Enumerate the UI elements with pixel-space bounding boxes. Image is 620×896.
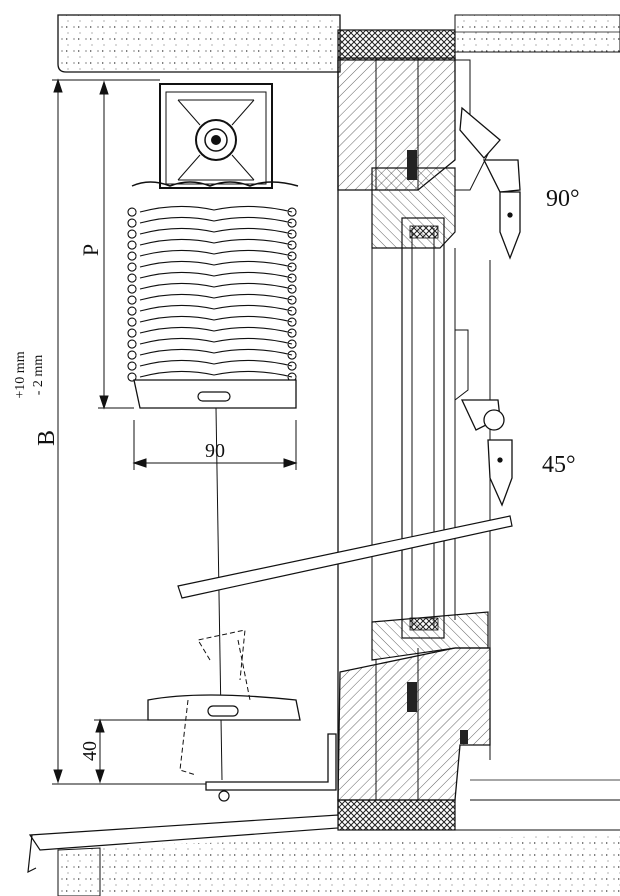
slat	[127, 282, 297, 294]
slat	[127, 249, 297, 261]
handle-lower	[460, 399, 513, 507]
bottom-rail	[147, 629, 337, 802]
width-label-90: 90	[205, 440, 225, 462]
bottom-label-40: 40	[79, 741, 101, 761]
slat	[127, 337, 297, 349]
slat	[127, 216, 297, 228]
floor-sill	[27, 814, 620, 896]
window-frame	[337, 29, 620, 831]
slat	[127, 227, 297, 239]
guide-wire	[177, 515, 513, 599]
angle-label-90: 90°	[546, 186, 580, 212]
tolerance-minus-label: - 2 mm	[31, 355, 46, 396]
head-rail	[131, 83, 299, 189]
slat	[127, 271, 297, 283]
cord-line	[215, 407, 223, 781]
slat	[127, 304, 297, 316]
slat	[127, 293, 297, 305]
package-label-p: P	[78, 244, 103, 256]
slat	[127, 326, 297, 338]
slat	[127, 260, 297, 272]
slat	[127, 238, 297, 250]
angle-label-45: 45°	[542, 452, 576, 478]
slat	[127, 359, 297, 371]
slat	[127, 205, 297, 217]
slat-package	[127, 205, 297, 409]
ceiling-concrete	[57, 14, 620, 73]
handle-upper	[459, 106, 521, 260]
dimension-lines	[52, 78, 298, 785]
slat	[127, 315, 297, 327]
tolerance-plus-label: +10 mm	[13, 351, 28, 398]
height-label-b: B	[34, 430, 60, 446]
slat	[127, 348, 297, 360]
